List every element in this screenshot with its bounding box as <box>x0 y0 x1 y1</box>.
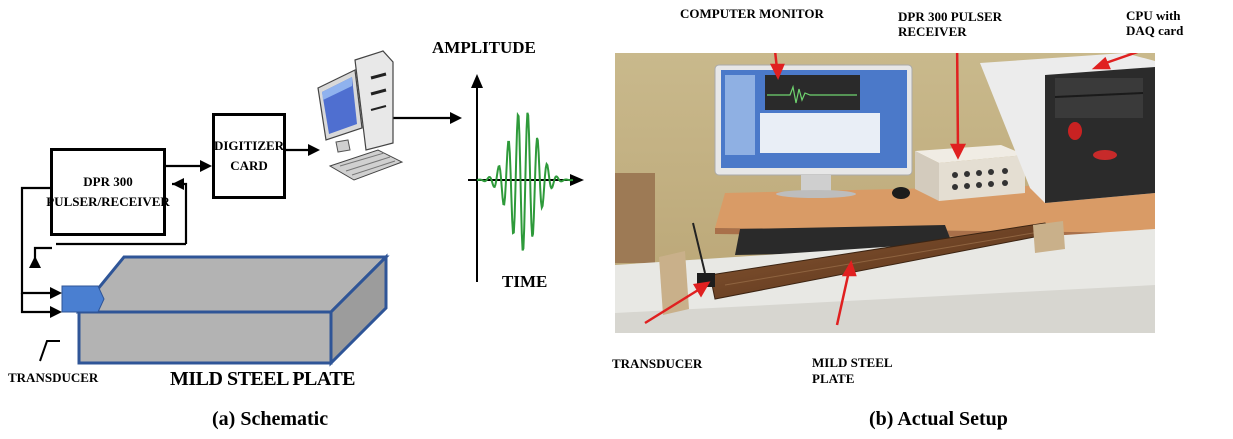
pulser-receiver-box: DPR 300 PULSER/RECEIVER <box>46 148 170 236</box>
pulser-line1: DPR 300 <box>83 174 133 189</box>
photo-pulser-line1: DPR 300 PULSER <box>898 9 1003 24</box>
monitor-label: COMPUTER MONITOR <box>680 6 824 21</box>
time-label: TIME <box>502 272 548 291</box>
pulser-receiver-unit <box>915 145 1025 201</box>
photo-transducer-label: TRANSDUCER <box>612 356 703 371</box>
computer-monitor <box>714 64 913 198</box>
signal-plot <box>468 74 584 282</box>
pulser-line2: PULSER/RECEIVER <box>46 194 170 209</box>
signal-waveform <box>476 111 574 251</box>
photo-plate-line1: MILD STEEL <box>812 355 893 370</box>
photo-caption: (b) Actual Setup <box>869 408 1008 430</box>
schematic-caption: (a) Schematic <box>212 408 329 430</box>
transducer-label: TRANSDUCER <box>8 370 99 385</box>
computer-icon <box>317 50 404 181</box>
setup-photo <box>615 53 1155 333</box>
digitizer-line1: DIGITIZER <box>213 138 285 153</box>
transducer-icon <box>61 285 105 313</box>
mild-steel-plate <box>75 253 390 367</box>
digitizer-line2: CARD <box>230 158 268 173</box>
digitizer-card-box: DIGITIZER CARD <box>212 113 286 199</box>
amplitude-label: AMPLITUDE <box>432 38 536 57</box>
photo-pulser-line2: RECEIVER <box>898 24 967 39</box>
cpu-tower <box>980 53 1155 203</box>
schematic-diagram <box>20 50 584 367</box>
cpu-line2: DAQ card <box>1126 23 1184 38</box>
plate-label: MILD STEEL PLATE <box>170 368 356 390</box>
annotation-arrows <box>644 53 1139 326</box>
photo-plate-line2: PLATE <box>812 371 855 386</box>
cpu-line1: CPU with <box>1126 8 1181 23</box>
transducer-pointer <box>39 340 60 362</box>
